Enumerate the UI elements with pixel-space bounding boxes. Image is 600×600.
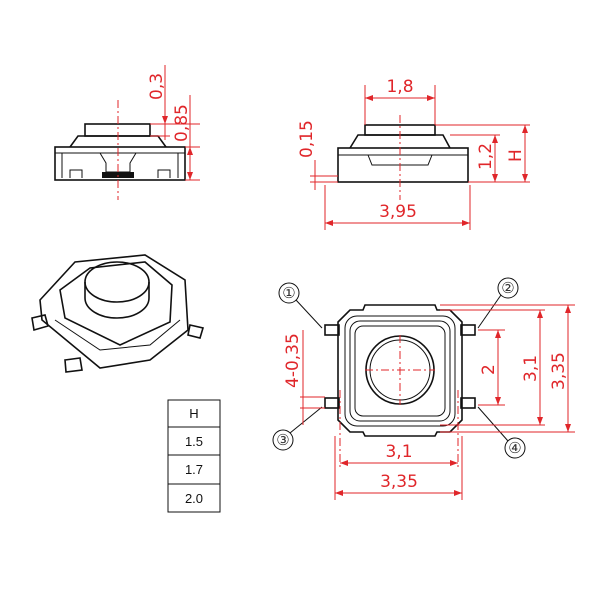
table-header: H <box>189 406 198 421</box>
pin-4-label: ④ <box>508 439 521 457</box>
dim-top-label: 0,3 <box>147 73 167 100</box>
height-table: H 1.5 1.7 2.0 <box>167 399 221 513</box>
dim-body-height-label: 3,1 <box>521 355 541 382</box>
dim-width-label: 3,95 <box>379 202 417 222</box>
dim-total-height-label: 3,35 <box>549 352 569 390</box>
isometric-view <box>31 254 205 373</box>
table-cell: 1.7 <box>185 462 203 477</box>
pin-1-label: ① <box>282 284 295 302</box>
pin-callouts: ① ② ③ ④ <box>272 277 526 459</box>
dim-pin-width-label: 4-0,35 <box>283 333 303 388</box>
dim-body-height-label: 1,2 <box>476 143 496 170</box>
dim-cap-width-label: 1,8 <box>386 77 413 97</box>
dim-body-label: 0,85 <box>172 104 192 142</box>
pin-3-label: ③ <box>276 431 289 449</box>
dim-pin-pitch-label: 2 <box>479 364 499 375</box>
side-view-small: 0,3 0,85 <box>54 65 200 200</box>
side-view-large: 1,8 0,15 1,2 H 3,95 <box>297 77 530 230</box>
pin-2-label: ② <box>501 279 514 297</box>
dim-total-width-label: 3,35 <box>380 472 418 492</box>
dim-body-width-label: 3,1 <box>385 442 412 462</box>
top-view: ① ② ③ ④ 4-0,35 2 3,1 3,35 3,1 3,35 <box>272 277 575 500</box>
table-cell: 2.0 <box>185 491 203 506</box>
table-cell: 1.5 <box>185 434 203 449</box>
dim-total-height-label: H <box>506 149 526 162</box>
dim-gap-label: 0,15 <box>297 120 317 158</box>
